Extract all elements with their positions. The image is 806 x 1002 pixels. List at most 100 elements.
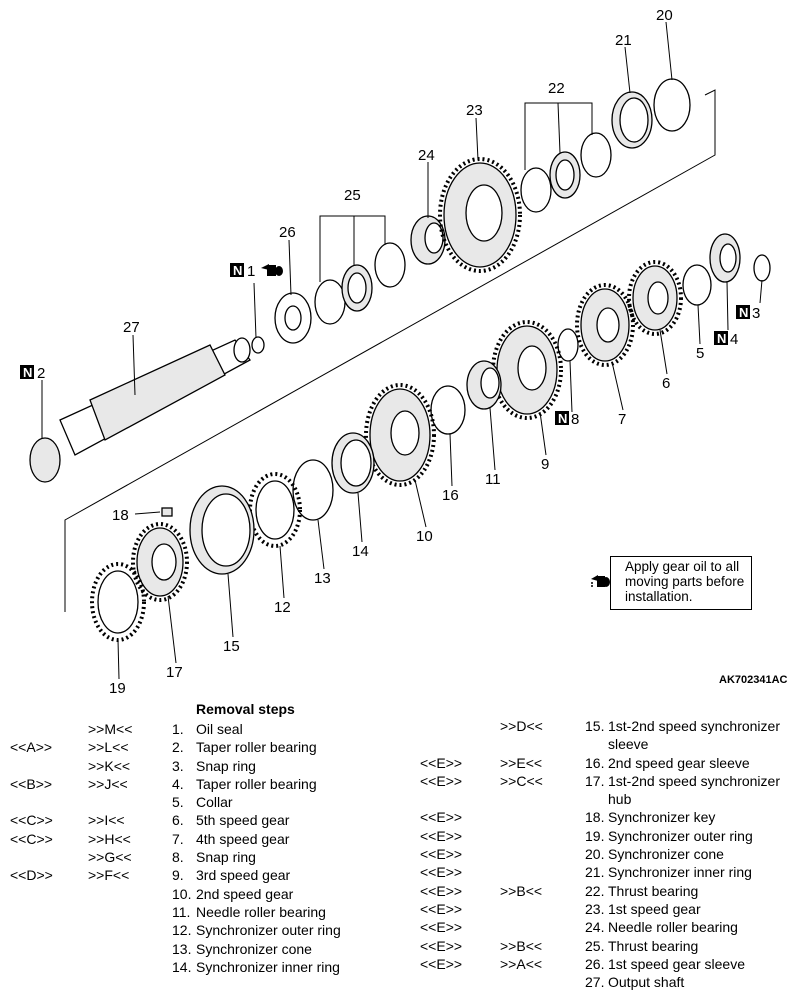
taper-roller-bearing-4 bbox=[709, 233, 741, 283]
callout-15: 15 bbox=[223, 638, 240, 655]
step-text: Taper roller bearing bbox=[196, 739, 317, 756]
removal-step-row: 13.Synchronizer cone bbox=[0, 940, 400, 958]
step-number: 1. bbox=[172, 721, 184, 737]
removal-step-row: <<E>>20.Synchronizer cone bbox=[400, 845, 806, 863]
first-speed-gear bbox=[438, 157, 522, 273]
removal-mark: >>K<< bbox=[88, 757, 131, 774]
svg-text:N: N bbox=[558, 411, 567, 426]
removal-step-row: >>G<<8.Snap ring bbox=[0, 848, 400, 866]
removal-step-row: <<E>>19.Synchronizer outer ring bbox=[400, 827, 806, 845]
snap-ring-8 bbox=[557, 328, 579, 362]
collar-5 bbox=[682, 264, 712, 306]
step-number: 26. bbox=[585, 955, 605, 972]
assembly-bracket-line bbox=[64, 89, 716, 612]
install-mark: <<A>> bbox=[10, 739, 53, 756]
callout-7: 7 bbox=[618, 411, 626, 428]
step-text: Oil seal bbox=[196, 721, 243, 737]
step-text: 2nd speed gear sleeve bbox=[608, 754, 750, 771]
sync-hub-17 bbox=[131, 522, 189, 602]
step-number: 2. bbox=[172, 739, 184, 756]
thrust-bearing-22c bbox=[580, 132, 612, 178]
removal-step-row: 27.Output shaft bbox=[400, 973, 806, 991]
removal-step-row: <<E>> 23.1st speed gear bbox=[400, 900, 806, 918]
svg-text:N: N bbox=[717, 331, 726, 346]
step-number: 7. bbox=[172, 830, 184, 847]
thrust-bearing-25a bbox=[314, 279, 346, 325]
oil-can-icon bbox=[261, 264, 283, 276]
removal-step-row: >>D<<15.1st-2nd speed synchronizer sleev… bbox=[400, 717, 806, 754]
callout-13: 13 bbox=[314, 570, 331, 587]
step-number: 3. bbox=[172, 757, 184, 774]
callout-3: 3 bbox=[752, 305, 760, 322]
step-number: 11. bbox=[172, 903, 191, 920]
install-mark: <<C>> bbox=[10, 812, 53, 829]
callout-10: 10 bbox=[416, 528, 433, 545]
removal-step-row: >>M<<1.Oil seal bbox=[0, 720, 400, 738]
removal-step-row: <<B>>>>J<<4.Taper roller bearing bbox=[0, 775, 400, 793]
leader-lines bbox=[41, 21, 763, 680]
install-mark: <<E>> bbox=[420, 900, 463, 917]
removal-step-row: <<C>>>>H<<7.4th speed gear bbox=[0, 830, 400, 848]
step-number: 19. bbox=[585, 827, 605, 844]
removal-mark: >>I<< bbox=[88, 812, 125, 829]
output-shaft bbox=[29, 337, 251, 483]
step-number: 21. bbox=[585, 864, 605, 881]
step-text: Needle roller bearing bbox=[608, 919, 738, 936]
install-mark: <<B>> bbox=[10, 775, 53, 792]
removal-mark: >>B<< bbox=[500, 882, 543, 899]
step-number: 27. bbox=[585, 974, 605, 991]
install-mark: <<D>> bbox=[10, 867, 53, 884]
step-text: 1st-2nd speed synchronizer hub bbox=[608, 772, 780, 808]
callout-17: 17 bbox=[166, 664, 183, 681]
install-mark: <<E>> bbox=[420, 809, 463, 826]
removal-mark: >>E<< bbox=[500, 754, 543, 771]
step-text: Taper roller bearing bbox=[196, 775, 317, 792]
step-number: 23. bbox=[585, 900, 605, 917]
step-text: 2nd speed gear bbox=[196, 885, 294, 902]
thrust-bearing-25c bbox=[374, 242, 406, 288]
callout-14: 14 bbox=[352, 543, 369, 560]
step-text: 3rd speed gear bbox=[196, 867, 291, 884]
needle-roller-bearing-11 bbox=[466, 360, 502, 410]
removal-mark: >>A<< bbox=[500, 955, 543, 972]
callout-23: 23 bbox=[466, 102, 483, 119]
step-text: 1st speed gear bbox=[608, 900, 701, 917]
install-mark: <<E>> bbox=[420, 955, 463, 972]
sync-sleeve-15 bbox=[189, 485, 255, 575]
step-number: 12. bbox=[172, 922, 192, 939]
exploded-view-diagram: 20 21 22 23 24 25 26 27 N 2 N 1 N 3 N 4 … bbox=[20, 7, 771, 697]
gear-sleeve-26 bbox=[274, 292, 312, 344]
step-text: Synchronizer key bbox=[608, 809, 716, 826]
thrust-bearing-25b bbox=[341, 264, 373, 312]
callout-16: 16 bbox=[442, 487, 459, 504]
oil-seal bbox=[251, 336, 265, 354]
removal-step-row: <<D>>>>F<<9.3rd speed gear bbox=[0, 866, 400, 884]
callout-4: 4 bbox=[730, 331, 738, 348]
step-text: 5th speed gear bbox=[196, 812, 290, 829]
callout-25: 25 bbox=[344, 187, 361, 204]
removal-step-row: <<C>>>>I<<6.5th speed gear bbox=[0, 811, 400, 829]
step-number: 4. bbox=[172, 775, 184, 792]
thrust-bearing-22a bbox=[520, 167, 552, 213]
callout-2: 2 bbox=[37, 365, 45, 382]
step-number: 5. bbox=[172, 794, 184, 811]
install-mark: <<E>> bbox=[420, 937, 463, 954]
step-text: Thrust bearing bbox=[608, 937, 699, 954]
third-speed-gear bbox=[491, 320, 563, 420]
removal-step-row: <<E>>>>C<<17.1st-2nd speed synchronizer … bbox=[400, 772, 806, 809]
removal-step-row: <<E>>>>A<<26.1st speed gear sleeve bbox=[400, 955, 806, 973]
removal-step-row: 14.Synchronizer inner ring bbox=[0, 958, 400, 976]
sync-inner-ring-14 bbox=[331, 432, 375, 494]
callout-8: 8 bbox=[571, 411, 579, 428]
removal-mark: >>F<< bbox=[88, 867, 130, 884]
removal-step-row: 11.Needle roller bearing bbox=[0, 903, 400, 921]
callout-24: 24 bbox=[418, 147, 435, 164]
step-number: 8. bbox=[172, 849, 184, 866]
removal-mark: >>B<< bbox=[500, 937, 543, 954]
step-number: 14. bbox=[172, 958, 192, 975]
snap-ring-3 bbox=[753, 254, 771, 282]
new-part-icon: N bbox=[20, 365, 34, 380]
install-mark: <<E>> bbox=[420, 882, 463, 899]
step-text: Synchronizer cone bbox=[196, 940, 312, 957]
removal-step-row: <<E>>18.Synchronizer key bbox=[400, 808, 806, 826]
